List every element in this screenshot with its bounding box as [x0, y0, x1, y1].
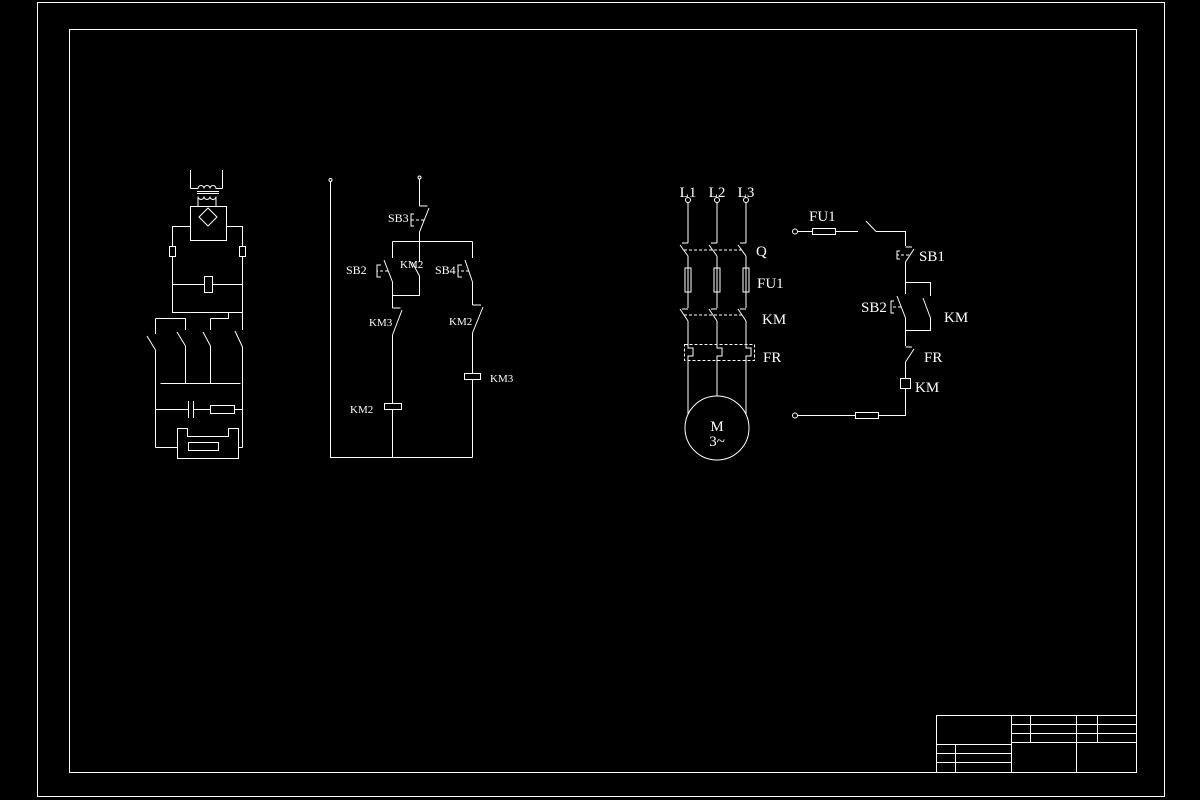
label-sb2-control: SB2 — [861, 300, 887, 316]
label-fu1-power: FU1 — [757, 276, 784, 292]
sb2-start-button-icon — [890, 295, 906, 319]
disconnect-switch-icon — [865, 220, 877, 232]
label-km-coil: KM — [915, 380, 939, 396]
resistor-right-icon — [239, 246, 246, 257]
transformer-leads — [190, 170, 223, 189]
resistor-left-icon — [169, 246, 176, 257]
wire — [797, 231, 931, 416]
label-fr-control: FR — [924, 350, 942, 366]
label-km2-coil: KM2 — [350, 404, 373, 416]
contact-right-icon — [202, 330, 243, 348]
title-block-grid — [936, 715, 1137, 773]
label-km2-interlock: KM2 — [449, 316, 472, 328]
wire — [155, 409, 243, 448]
contact-left-icon — [146, 331, 186, 351]
left-circuit — [146, 170, 246, 459]
fr-thermal-relay-icon — [684, 344, 755, 361]
wire — [330, 179, 473, 458]
wire — [172, 226, 243, 313]
km2-hold-contact-icon — [411, 261, 420, 277]
rectifier-leads — [197, 196, 217, 207]
km2-coil-icon — [384, 403, 402, 410]
label-km-hold: KM — [944, 310, 968, 326]
brake-magnet-icon — [177, 428, 239, 459]
label-km-power: KM — [762, 312, 786, 328]
label-sb1: SB1 — [919, 249, 945, 265]
label-sb3: SB3 — [388, 211, 409, 225]
label-km3-interlock: KM3 — [369, 317, 393, 329]
label-fr-power: FR — [763, 350, 781, 366]
brake-magnet-core — [188, 442, 219, 451]
transformer-primary-coil — [190, 185, 223, 189]
km-hold-contact-icon — [922, 297, 931, 319]
capacitor-icon — [188, 401, 194, 418]
fu1-control-fuse-icon — [812, 228, 836, 235]
label-sb4: SB4 — [435, 263, 456, 277]
middle-circuit: SB3 SB2 KM2 SB4 KM3 KM2 KM2 KM3 — [328, 175, 514, 458]
drawing-frame — [69, 29, 1137, 773]
label-motor: M — [710, 419, 723, 435]
wire — [155, 312, 243, 448]
outer-border — [37, 2, 1165, 797]
label-l3: L3 — [738, 185, 755, 201]
control-circuit: FU1 SB1 SB2 KM FR KM — [792, 209, 968, 419]
relay-coil-icon — [204, 276, 213, 293]
fuse-core — [687, 268, 747, 292]
fr-overload-contact-icon — [905, 346, 915, 363]
transformer-secondary-coil — [197, 196, 217, 200]
terminal-icon — [328, 178, 333, 182]
km-coil-icon — [900, 378, 911, 389]
transformer-core — [197, 191, 219, 194]
rectifier-box — [190, 206, 227, 241]
label-sb2: SB2 — [346, 263, 367, 277]
motor-icon — [684, 395, 750, 461]
label-km2-hold: KM2 — [400, 259, 423, 271]
power-circuit: L1 L2 L3 Q FU1 KM FR M 3~ — [679, 185, 786, 461]
label-motor-type: 3~ — [709, 434, 725, 450]
label-fu1-control: FU1 — [809, 209, 836, 225]
fr-heater-elements — [687, 344, 752, 360]
label-l1: L1 — [680, 185, 697, 201]
title-block — [936, 715, 1137, 773]
fuse-return-icon — [855, 412, 879, 419]
km3-interlock-contact-icon — [392, 307, 403, 336]
label-l2: L2 — [709, 185, 726, 201]
km2-interlock-contact-icon — [472, 304, 484, 334]
label-q: Q — [756, 244, 767, 260]
wire — [687, 202, 747, 415]
km3-coil-icon — [464, 373, 481, 380]
resistor-icon — [210, 405, 235, 414]
label-km3-coil: KM3 — [490, 373, 514, 385]
bridge-rectifier-icon — [198, 207, 218, 227]
